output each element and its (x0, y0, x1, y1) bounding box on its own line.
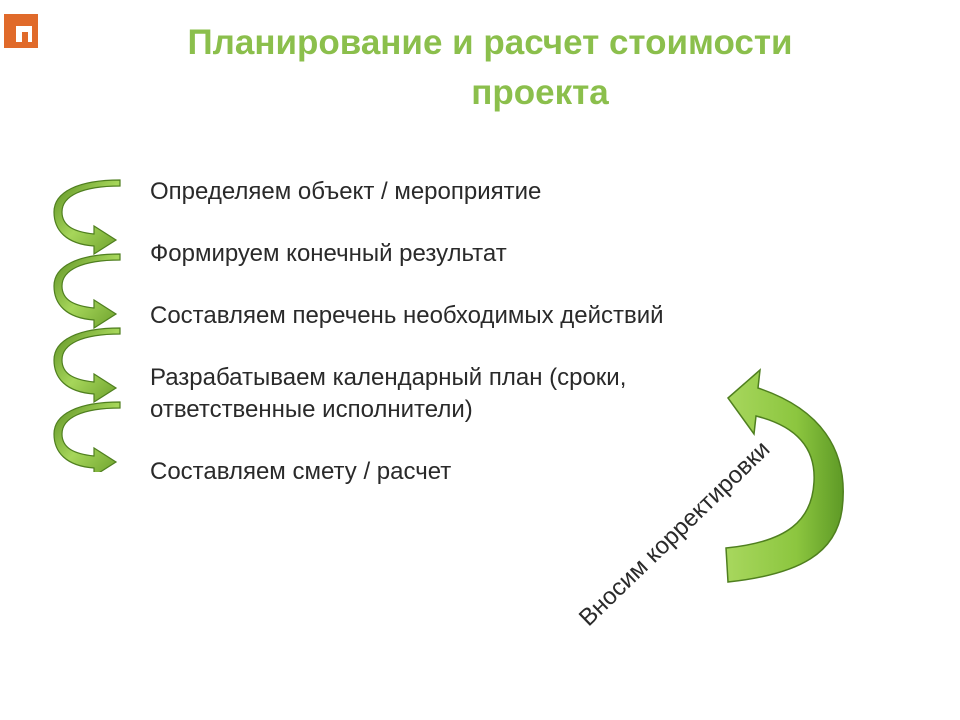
step-3: Составляем перечень необходимых действий (150, 302, 664, 329)
curved-arrow-icon (53, 401, 121, 472)
u-turn-arrow-icon (725, 368, 844, 583)
curved-arrow-icon (53, 327, 121, 403)
title-line-1: Планирование и расчет стоимости (187, 23, 793, 62)
bracket-logo-icon (4, 14, 38, 48)
title-line-2: проекта (471, 73, 609, 112)
step-4-line-2: ответственные исполнители) (150, 396, 473, 423)
step-5: Составляем смету / расчет (150, 458, 452, 485)
step-2: Формируем конечный результат (150, 240, 507, 267)
step-1: Определяем объект / мероприятие (150, 178, 542, 205)
step-arrows (53, 179, 121, 472)
curved-arrow-icon (53, 253, 121, 329)
step-4-line-1: Разрабатываем календарный план (сроки, (150, 364, 627, 391)
page-title: Планирование и расчет стоимости проекта (90, 18, 890, 118)
curved-arrow-icon (53, 179, 121, 255)
